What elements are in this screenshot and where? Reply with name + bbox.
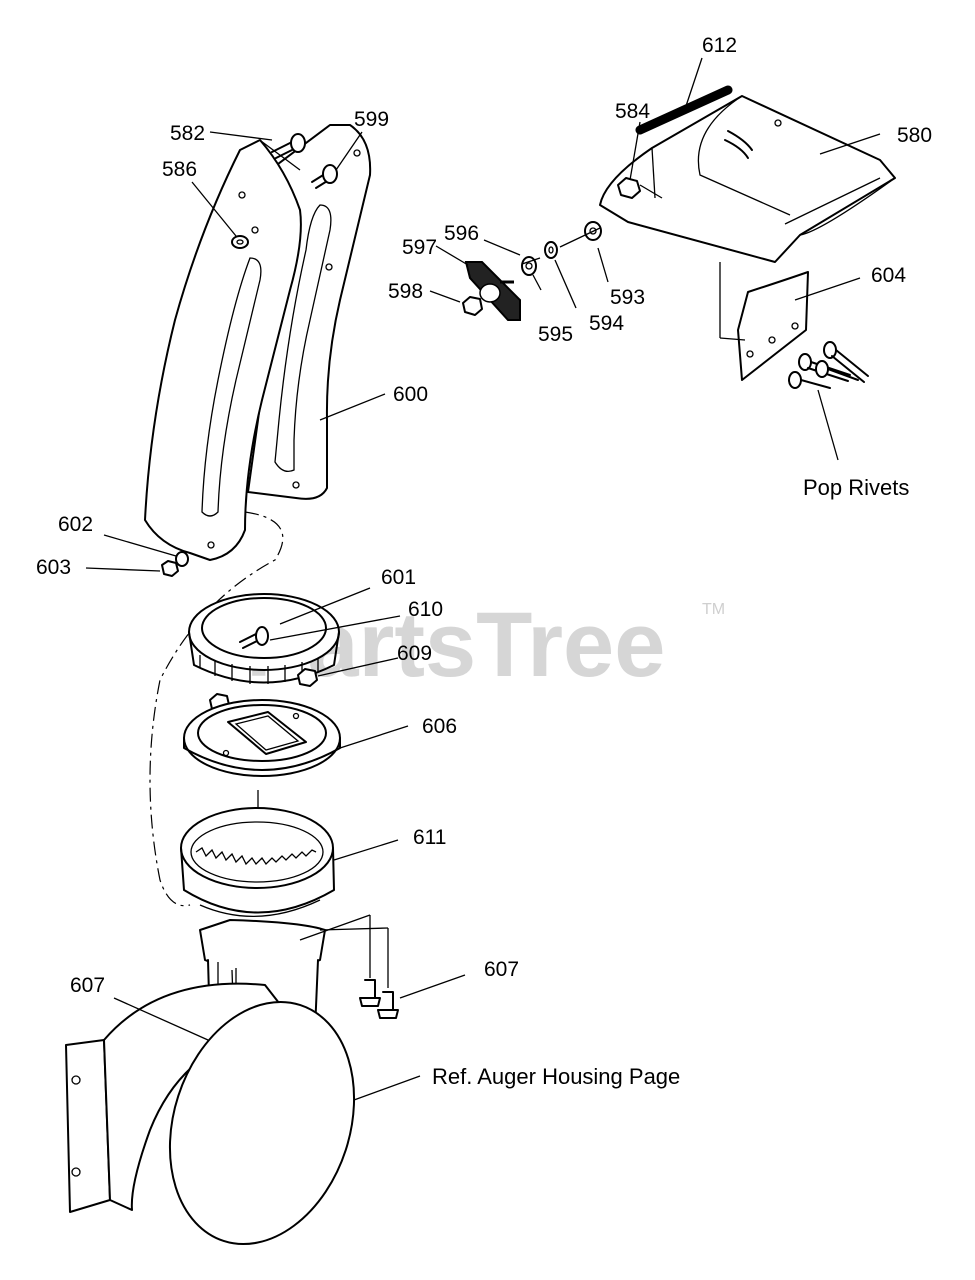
leader-lines: [85, 57, 881, 1101]
nut-598: [462, 296, 483, 316]
axis-line-handle: [559, 227, 601, 248]
callout-584: 584: [615, 100, 650, 123]
callout-607-left: 607: [70, 974, 105, 997]
nut-603: [161, 560, 179, 577]
callout-600: 600: [393, 383, 428, 406]
callout-582: 582: [170, 122, 205, 145]
plate-604: [719, 262, 809, 381]
callout-596: 596: [444, 222, 479, 245]
flange-606: [183, 699, 341, 777]
callout-594: 594: [589, 312, 624, 335]
callout-612: 612: [702, 34, 737, 57]
bolt-610: [239, 626, 269, 649]
nut-584: [617, 177, 663, 199]
pop-rivets: [788, 341, 869, 389]
bolts-607-right: [299, 914, 399, 1019]
callout-602: 602: [58, 513, 93, 536]
washer-602: [175, 551, 189, 567]
callout-595: 595: [538, 323, 573, 346]
watermark-trademark: TM: [702, 601, 725, 618]
callout-580: 580: [897, 124, 932, 147]
callout-599: 599: [354, 108, 389, 131]
callout-593: 593: [610, 286, 645, 309]
wing-knob-597: [464, 261, 521, 321]
bolt-599: [311, 164, 338, 189]
washer-595: [521, 256, 537, 276]
callout-598: 598: [388, 280, 423, 303]
bolt-582: [271, 133, 306, 159]
callout-pop-rivets: Pop Rivets: [803, 475, 909, 500]
callout-611: 611: [413, 826, 446, 849]
washer-586: [231, 235, 249, 249]
axis-line-handle-2: [521, 257, 541, 265]
callout-603: 603: [36, 556, 71, 579]
callout-ref-auger-housing: Ref. Auger Housing Page: [432, 1064, 680, 1089]
nut-609: [297, 668, 318, 687]
washer-594: [544, 241, 558, 259]
auger-housing: [65, 982, 356, 1246]
gear-ring-611: [180, 790, 335, 917]
callout-609: 609: [397, 642, 432, 665]
callout-606: 606: [422, 715, 457, 738]
assembly-path: [149, 511, 284, 907]
callout-610: 610: [408, 598, 443, 621]
callout-597: 597: [402, 236, 437, 259]
callout-601: 601: [381, 566, 416, 589]
callout-586: 586: [162, 158, 197, 181]
callout-604: 604: [871, 264, 906, 287]
callout-607-right: 607: [484, 958, 519, 981]
